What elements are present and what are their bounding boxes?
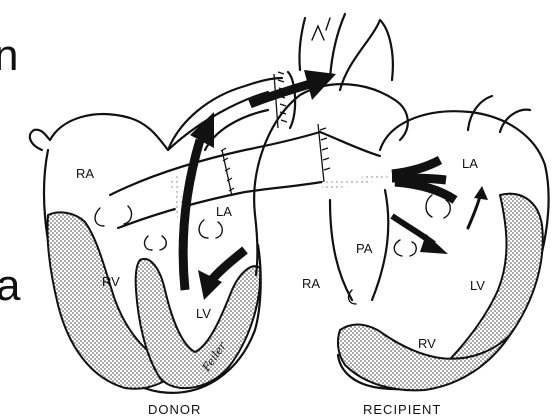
recipient-svc-left-wall	[299, 18, 305, 70]
donor-tricuspid-valve	[95, 206, 131, 226]
label-recipient-rv: RV	[418, 336, 436, 351]
recipient-atrium-outline	[254, 84, 408, 215]
label-recipient-lv: LV	[470, 278, 485, 293]
donor-atrial-appendage	[30, 130, 50, 150]
label-recipient-la: LA	[462, 156, 478, 171]
label-donor-ra: RA	[76, 166, 94, 181]
caption-donor: DONOR	[148, 402, 201, 417]
pulmonary-vein-arrow-1	[392, 160, 440, 174]
recipient-pa-wall-left	[330, 200, 352, 300]
mitral-flow-arrow-head	[474, 186, 488, 200]
donor-pulmonic-valve	[145, 236, 167, 250]
donor-lv-outflow-arrow-shaft	[183, 140, 200, 290]
label-recipient-pa: PA	[356, 241, 373, 256]
recipient-svc-right-wall	[330, 14, 345, 78]
recipient-vessel-stubs	[312, 18, 330, 40]
donor-lv-wall	[136, 259, 261, 388]
recipient-aorta	[340, 20, 393, 90]
label-donor-la: LA	[216, 204, 232, 219]
recipient-pulmonic-valve	[394, 240, 416, 256]
recipient-pa-wall-right	[372, 190, 388, 300]
caption-recipient: RECIPIENT	[363, 402, 441, 417]
mitral-flow-arrow-shaft	[468, 196, 480, 228]
recipient-heart	[254, 14, 548, 390]
aortic-anastomosis-cuff	[288, 72, 295, 128]
donor-mitral-valve	[199, 220, 222, 238]
pa-graft-upper-wall	[320, 132, 380, 156]
pa-graft-shading	[322, 172, 388, 190]
slide-text-fragment-middle: a	[0, 261, 21, 310]
label-donor-rv: RV	[102, 274, 120, 289]
donor-aorta-arch-upper	[168, 78, 282, 150]
aortic-anastomosis-suture	[274, 72, 287, 128]
label-recipient-ra: RA	[302, 276, 320, 291]
pulmonary-vein-arrow-3	[395, 182, 455, 200]
label-donor-lv: LV	[196, 306, 211, 321]
slide-text-fragment-top: n	[0, 31, 18, 80]
